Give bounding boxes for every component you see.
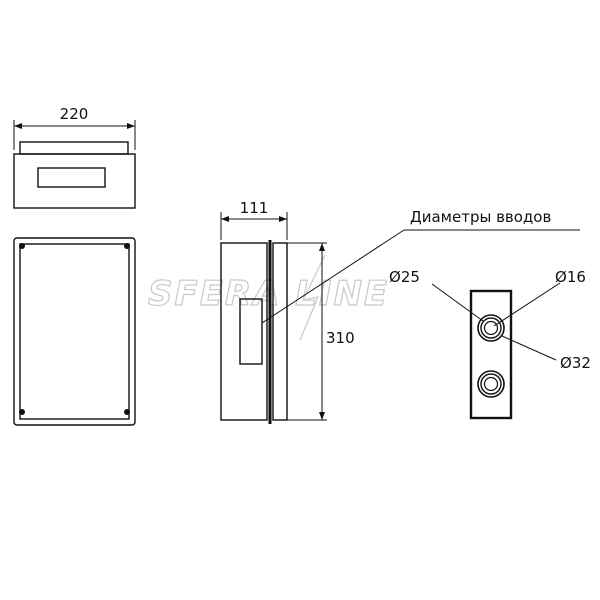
inlet-callout: Диаметры вводов [261,208,580,324]
diameter-symbol: Ø [389,268,401,286]
diameter-symbol: Ø [560,354,572,372]
height-label: 310 [326,329,355,347]
top-lid [19,141,129,155]
side-window [239,298,263,365]
gland-top-outer [477,314,505,342]
side-body [220,242,268,421]
dia-16-label: Ø16 [555,268,586,286]
screw-icon [19,409,25,415]
dia-32-label: Ø32 [560,354,591,372]
inlet-diameters-label: Диаметры вводов [410,208,551,226]
front-outer-frame [13,237,136,426]
top-window [37,167,106,188]
arrow-right-icon [127,123,135,129]
diameter-symbol: Ø [555,268,567,286]
side-depth-label: 111 [240,199,269,217]
arrow-right-icon [279,216,287,222]
callout-leader-line [261,229,405,324]
inlet-plate-view: Ø25 Ø16 Ø32 [389,268,591,420]
leader-dia-25 [431,283,484,322]
screw-icon [124,243,130,249]
dia-32-value: 32 [572,354,591,372]
dia-16-value: 16 [567,268,586,286]
arrow-left-icon [14,123,22,129]
arrow-left-icon [221,216,229,222]
arrow-up-icon [319,243,325,251]
gland-bottom-mid [480,373,502,395]
top-body [13,153,136,209]
leader-dia-32 [501,335,557,361]
side-cover [272,242,288,421]
dia-25-value: 25 [401,268,420,286]
side-view: 111 310 [220,199,355,424]
screw-icon [124,409,130,415]
inlet-plate [469,289,513,420]
top-width-label: 220 [60,105,89,123]
leader-dia-16 [493,282,561,327]
top-view: 220 [13,105,136,209]
gland-top-mid [480,317,502,339]
screw-icon [19,243,25,249]
dia-25-label: Ø25 [389,268,420,286]
front-view [13,237,136,426]
watermark-bolt-icon [299,254,326,341]
gland-top-inner [483,320,499,336]
front-door [19,243,130,420]
gland-bottom-outer [477,370,505,398]
gland-bottom-inner [483,376,499,392]
arrow-down-icon [319,412,325,420]
